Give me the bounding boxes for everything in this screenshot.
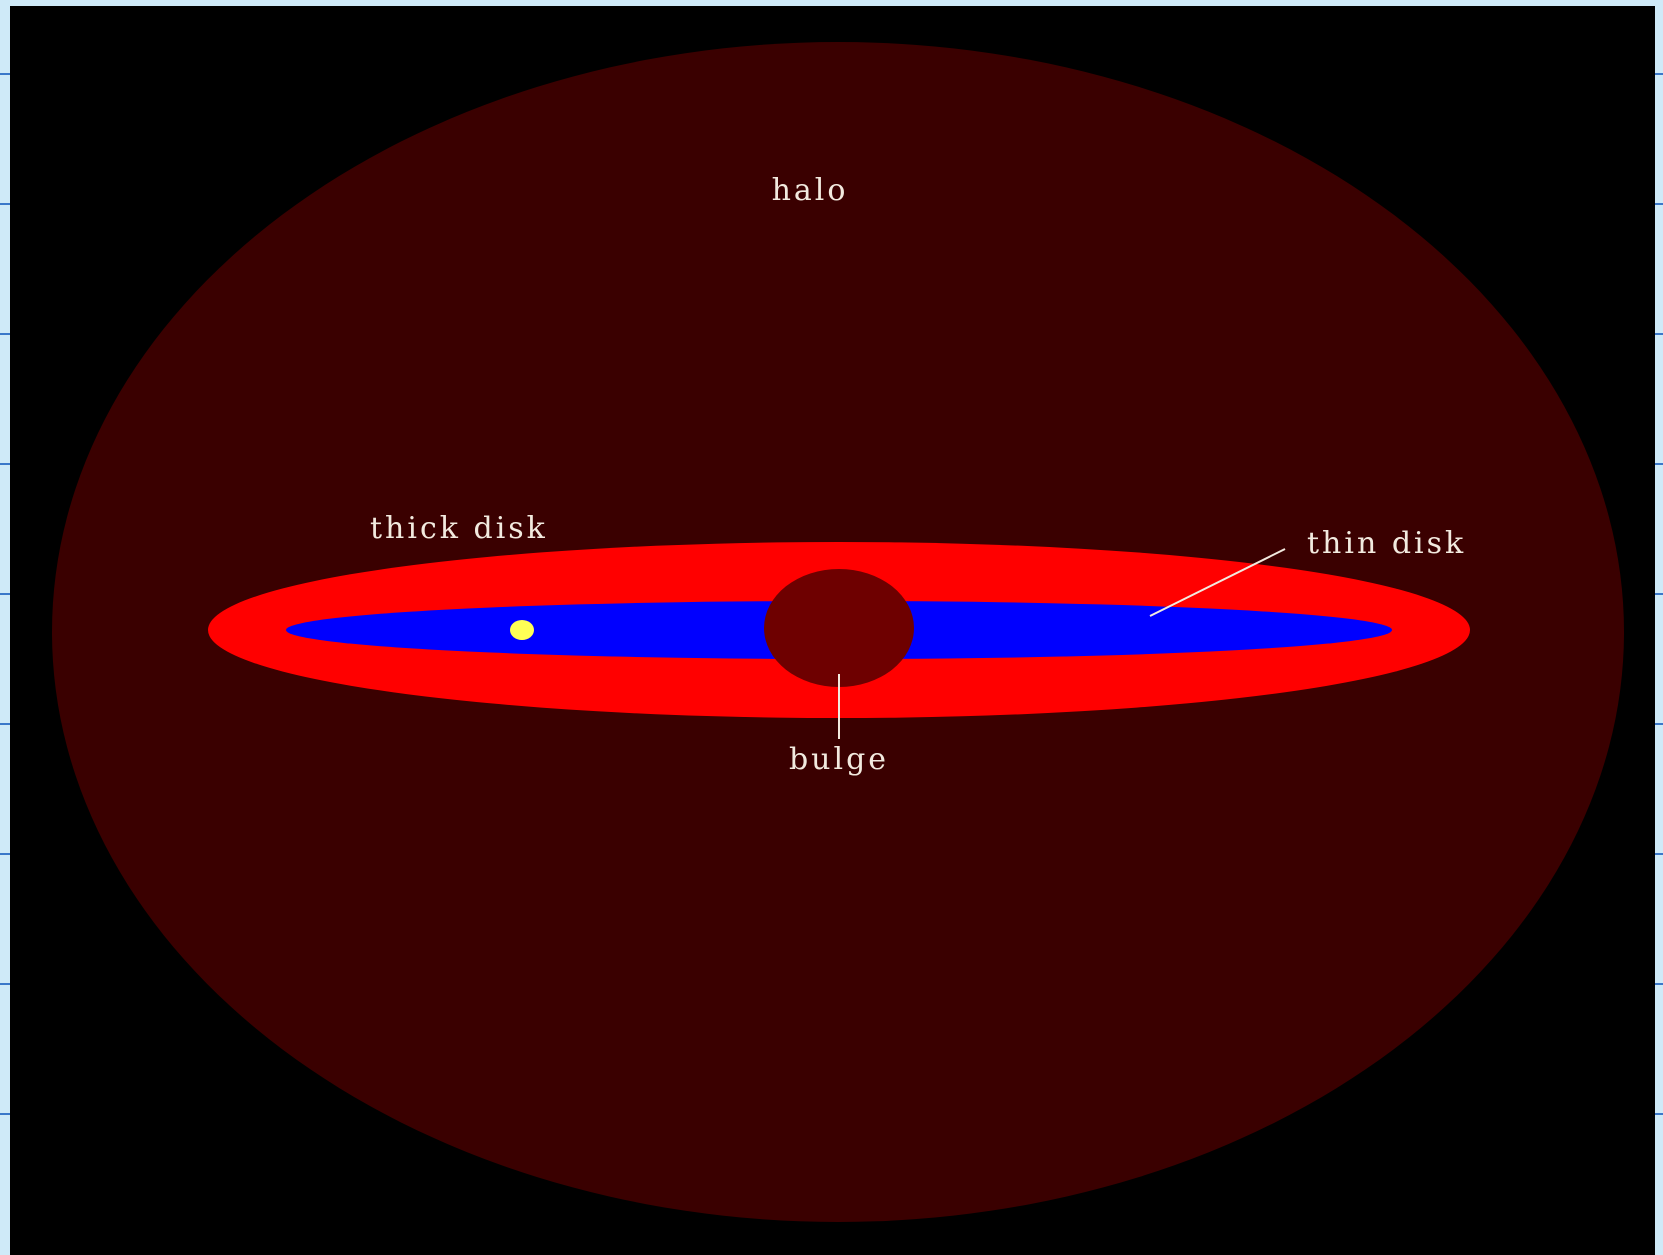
- frame-rule: [0, 463, 12, 465]
- frame-rule: [1651, 723, 1663, 725]
- galaxy-structure-diagram: halo thick disk thin disk bulge: [10, 6, 1655, 1255]
- frame-rule: [1651, 203, 1663, 205]
- frame-rule: [1651, 853, 1663, 855]
- galaxy-svg: halo thick disk thin disk bulge: [10, 6, 1655, 1255]
- bulge-region: [764, 569, 914, 687]
- frame-rule: [0, 853, 12, 855]
- frame-rule: [1651, 593, 1663, 595]
- thick-disk-label: thick disk: [370, 511, 548, 546]
- frame-rule: [0, 983, 12, 985]
- frame-rule: [1651, 1113, 1663, 1115]
- sun-position-marker: [510, 620, 534, 640]
- frame-rule: [1651, 333, 1663, 335]
- frame-rule: [0, 333, 12, 335]
- frame-rule: [0, 723, 12, 725]
- thin-disk-leader-line: [1149, 548, 1286, 617]
- frame-rule: [0, 1113, 12, 1115]
- bulge-label: bulge: [789, 742, 889, 777]
- frame-rule: [0, 203, 12, 205]
- frame-rule: [1651, 73, 1663, 75]
- frame-rule: [1651, 983, 1663, 985]
- thin-disk-label: thin disk: [1307, 526, 1466, 561]
- halo-label: halo: [772, 173, 849, 208]
- frame-rule: [1651, 463, 1663, 465]
- frame-rule: [0, 73, 12, 75]
- frame-rule: [0, 593, 12, 595]
